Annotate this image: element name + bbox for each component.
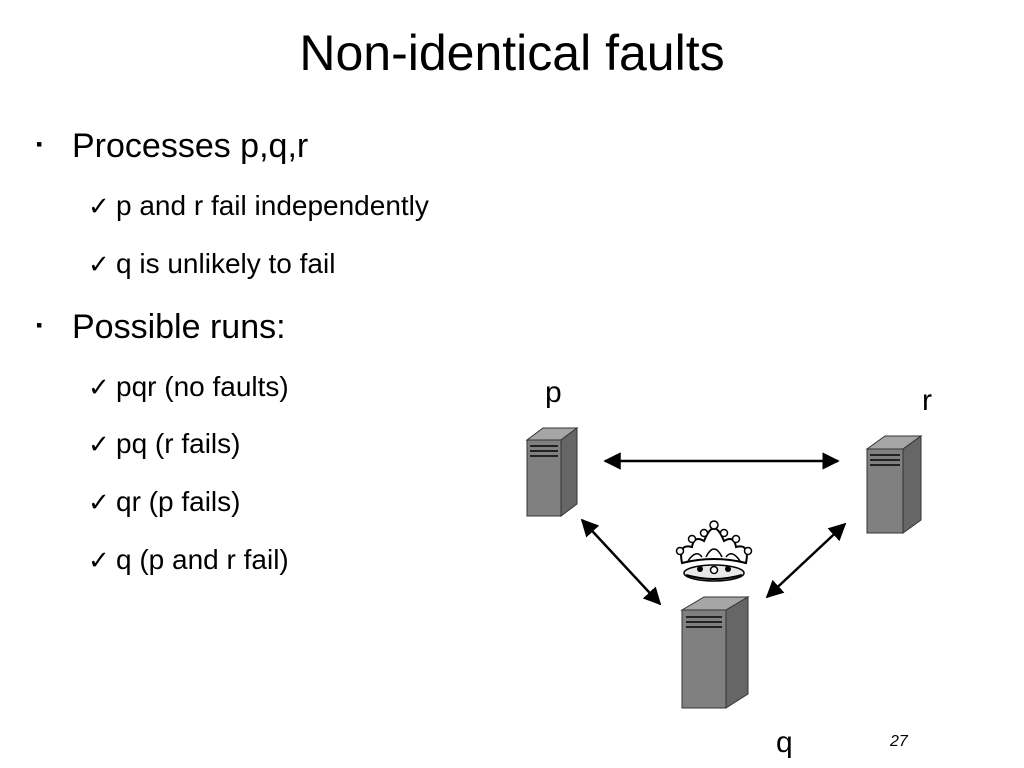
checkmark-icon: ✓ bbox=[88, 487, 110, 517]
edge-p-q bbox=[580, 518, 662, 606]
node-label-r: r bbox=[922, 384, 932, 417]
subitem-text: qr (p fails) bbox=[116, 486, 241, 517]
checkmark-icon: ✓ bbox=[88, 429, 110, 459]
checkmark-icon: ✓ bbox=[88, 191, 110, 221]
square-bullet-icon: ▪ bbox=[36, 315, 43, 336]
bullet-text: Processes p,q,r bbox=[72, 127, 309, 165]
subitem: ✓qr (p fails) bbox=[88, 485, 240, 519]
subitem-text: pq (r fails) bbox=[116, 428, 241, 459]
subitem: ✓p and r fail independently bbox=[88, 189, 429, 223]
checkmark-icon: ✓ bbox=[88, 372, 110, 402]
node-label-p: p bbox=[545, 376, 562, 409]
bullet-text: Possible runs: bbox=[72, 308, 286, 346]
bullet-possible-runs: ▪ Possible runs: bbox=[36, 307, 286, 349]
subitem: ✓q (p and r fail) bbox=[88, 543, 289, 577]
subitem: ✓q is unlikely to fail bbox=[88, 247, 335, 281]
node-label-q: q bbox=[776, 726, 793, 759]
edge-r-q bbox=[765, 522, 847, 599]
server-r-icon bbox=[865, 435, 923, 534]
subitem-text: p and r fail independently bbox=[116, 190, 429, 221]
crown-icon bbox=[675, 520, 753, 582]
subitem-text: pqr (no faults) bbox=[116, 371, 289, 402]
checkmark-icon: ✓ bbox=[88, 545, 110, 575]
subitem: ✓pq (r fails) bbox=[88, 427, 240, 461]
square-bullet-icon: ▪ bbox=[36, 134, 43, 155]
subitem-text: q is unlikely to fail bbox=[116, 248, 336, 279]
page-number: 27 bbox=[890, 733, 908, 750]
checkmark-icon: ✓ bbox=[88, 249, 110, 279]
slide-title: Non-identical faults bbox=[299, 25, 725, 81]
server-q-icon bbox=[680, 596, 750, 709]
subitem-text: q (p and r fail) bbox=[116, 544, 289, 575]
subitem: ✓pqr (no faults) bbox=[88, 370, 289, 404]
bullet-processes: ▪ Processes p,q,r bbox=[36, 126, 308, 168]
server-p-icon bbox=[525, 427, 579, 517]
